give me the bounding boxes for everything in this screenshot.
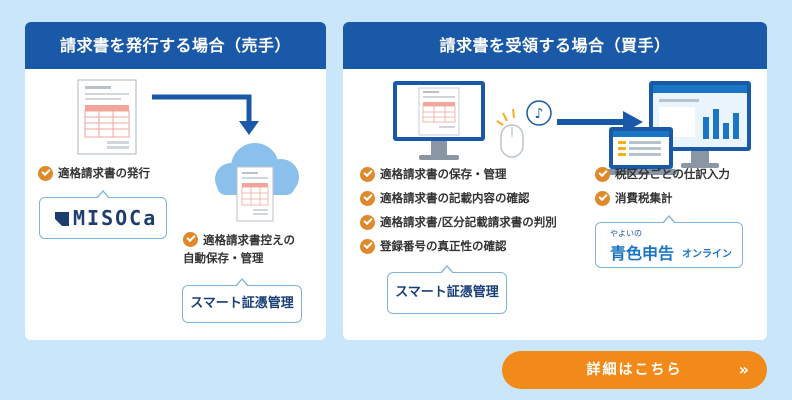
check-item-label-line1: 適格請求書控えの — [203, 233, 295, 247]
double-chevron-right-icon: » — [738, 360, 749, 379]
seller-panel: 請求書を発行する場合（売手） 適格請求書の発行 — [25, 22, 326, 340]
seller-panel-body: 適格請求書の発行 MISOCa — [25, 69, 326, 340]
check-icon — [595, 167, 610, 182]
buyer-check-item-journal: 税区分ごとの仕訳入力 — [595, 166, 730, 183]
buyer-check-item-content-check: 適格請求書の記載内容の確認 — [360, 190, 530, 207]
check-icon — [360, 239, 375, 254]
aoiro-logo-sub: オンライン — [682, 249, 732, 260]
misoca-logo: MISOCa — [73, 206, 158, 230]
check-icon — [360, 191, 375, 206]
aoiro-logo-ruby: やよいの — [610, 229, 642, 238]
aoiro-callout: やよいの 青色申告 オンライン — [595, 215, 743, 268]
check-icon — [360, 215, 375, 230]
seller-check-item-autosave: 適格請求書控えの 自動保存・管理 — [183, 231, 295, 267]
buyer-panel-title: 請求書を受領する場合（買手） — [343, 22, 767, 69]
mouse-click-icon: ♪ — [496, 100, 552, 158]
check-icon — [38, 166, 53, 181]
desktop-monitor-icon — [393, 81, 485, 160]
misoca-callout: MISOCa — [39, 190, 167, 239]
misoca-logo-icon — [55, 211, 69, 226]
flow-arrow-icon — [152, 94, 259, 135]
buyer-panel-body: ♪ — [343, 69, 767, 340]
check-item-label: 適格請求書の発行 — [58, 166, 150, 180]
details-button[interactable]: 詳細はこちら » — [502, 351, 767, 389]
check-item-label: 税区分ごとの仕訳入力 — [615, 167, 730, 181]
buyer-check-item-tax-total: 消費税集計 — [595, 190, 673, 207]
svg-text:♪: ♪ — [535, 106, 544, 122]
check-item-label: 消費税集計 — [615, 191, 673, 205]
check-icon — [183, 232, 198, 247]
smart-voucher-logo: スマート証憑管理 — [395, 285, 499, 300]
check-icon — [360, 167, 375, 182]
buyer-panel: 請求書を受領する場合（買手） ♪ — [343, 22, 767, 340]
seller-panel-title: 請求書を発行する場合（売手） — [25, 22, 326, 69]
check-item-label: 登録番号の真正性の確認 — [380, 239, 507, 253]
aoiro-logo-main: 青色申告 — [610, 244, 675, 263]
buyer-check-item-registration: 登録番号の真正性の確認 — [360, 238, 507, 255]
check-icon — [595, 191, 610, 206]
accounting-devices-icon — [605, 81, 751, 175]
buyer-check-item-discriminate: 適格請求書/区分記載請求書の判別 — [360, 214, 557, 231]
buyer-check-item-storage: 適格請求書の保存・管理 — [360, 166, 507, 183]
check-item-label-line2: 自動保存・管理 — [183, 251, 264, 265]
smart-voucher-callout-seller: スマート証憑管理 — [182, 278, 302, 323]
seller-check-item-issue: 適格請求書の発行 — [38, 165, 150, 182]
smart-voucher-logo: スマート証憑管理 — [190, 296, 294, 311]
cloud-storage-icon — [215, 143, 299, 222]
smart-voucher-callout-buyer: スマート証憑管理 — [387, 265, 507, 314]
check-item-label: 適格請求書の記載内容の確認 — [380, 191, 530, 205]
check-item-label: 適格請求書/区分記載請求書の判別 — [380, 215, 557, 229]
check-item-label: 適格請求書の保存・管理 — [380, 167, 507, 181]
invoice-document-icon — [77, 79, 137, 155]
details-button-label: 詳細はこちら — [586, 362, 683, 378]
